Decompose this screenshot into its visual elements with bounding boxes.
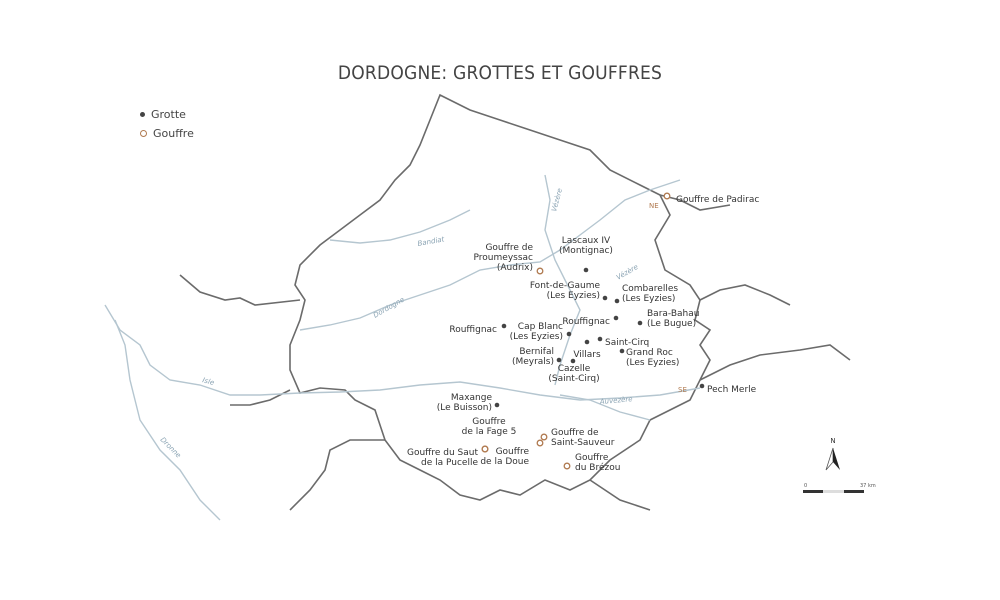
site-label: Rouffignac	[449, 325, 497, 335]
gouffre-marker-icon	[481, 445, 489, 453]
grotte-marker-icon	[566, 331, 572, 337]
site-grotte: Villars	[573, 339, 601, 360]
site-label: Rouffignac	[562, 317, 610, 327]
site-label: Maxange(Le Buisson)	[437, 393, 493, 413]
site-label: Font-de-Gaume(Les Eyzies)	[530, 281, 601, 301]
site-label: Grand Roc(Les Eyzies)	[626, 348, 679, 368]
legend-label: Grotte	[151, 108, 186, 121]
grotte-marker-icon	[570, 358, 576, 364]
grotte-marker-icon	[613, 315, 619, 321]
grotte-marker-icon	[494, 402, 500, 408]
river-label: Vézère	[615, 263, 640, 282]
river-label: Dordogne	[372, 296, 406, 320]
grotte-marker-icon	[602, 295, 608, 301]
river-label: Auvezère	[598, 395, 632, 406]
gouffre-marker-icon	[563, 462, 571, 470]
river-label: Bandiat	[417, 235, 445, 248]
legend-label: Gouffre	[153, 127, 194, 140]
grotte-marker-icon	[699, 383, 705, 389]
scale-bar: 0 37 km	[803, 483, 876, 493]
north-label: N	[830, 437, 835, 445]
gouffre-ring-icon	[140, 130, 147, 137]
site-grotte: Cap Blanc(Les Eyzies)	[510, 322, 572, 342]
grotte-marker-icon	[614, 298, 620, 304]
site-grotte: Lascaux IV(Montignac)	[559, 236, 613, 273]
river-label: Isle	[201, 376, 215, 387]
scale-start: 0	[804, 483, 807, 489]
north-arrow-icon	[825, 447, 834, 471]
site-label: Villars	[573, 350, 601, 360]
site-gouffre: Gouffre de Padirac	[663, 192, 759, 205]
site-label: Bara-Bahau(Le Bugue)	[647, 309, 699, 329]
site-grotte: Font-de-Gaume(Les Eyzies)	[530, 281, 608, 301]
scale-end: 37 km	[860, 483, 876, 489]
site-label: Cap Blanc(Les Eyzies)	[510, 322, 563, 342]
gouffre-marker-icon	[536, 439, 544, 447]
legend-gouffre: Gouffre	[140, 127, 194, 140]
site-label: Saint-Cirq	[605, 338, 649, 348]
grotte-marker-icon	[637, 320, 643, 326]
site-label: Cazelle(Saint-Cirq)	[548, 364, 599, 384]
north-arrow-icon	[833, 448, 840, 470]
site-label: Gouffre de Padirac	[676, 195, 759, 205]
north-arrow: N	[825, 437, 840, 471]
grotte-marker-icon	[556, 357, 562, 363]
site-grotte: Cazelle(Saint-Cirq)	[548, 358, 600, 384]
direction-label: NE	[649, 202, 659, 210]
site-label: Pech Merle	[707, 385, 757, 395]
site-grotte: Maxange(Le Buisson)	[437, 393, 500, 413]
river-label: Dronne	[159, 436, 183, 460]
grotte-marker-icon	[619, 348, 625, 354]
direction-label: SE	[678, 386, 687, 394]
site-grotte: Grand Roc(Les Eyzies)	[619, 348, 679, 368]
grotte-marker-icon	[597, 336, 603, 342]
site-grotte: Bernifal(Meyrals)	[512, 347, 562, 367]
site-label: Combarelles(Les Eyzies)	[622, 284, 678, 304]
site-grotte: Combarelles(Les Eyzies)	[614, 284, 678, 304]
site-label: Bernifal(Meyrals)	[512, 347, 554, 367]
site-grotte: Rouffignac	[449, 323, 507, 335]
site-grotte: Pech Merle	[699, 383, 757, 395]
gouffre-marker-icon	[540, 433, 548, 441]
grotte-marker-icon	[583, 267, 589, 273]
rivers	[104, 174, 701, 521]
site-grotte: Saint-Cirq	[597, 336, 649, 348]
site-grotte: Bara-Bahau(Le Bugue)	[637, 309, 699, 329]
map-title: DORDOGNE: GROTTES ET GOUFFRES	[337, 62, 663, 84]
river-label: Vézère	[550, 187, 564, 212]
grotte-marker-icon	[584, 339, 590, 345]
site-grotte: Rouffignac	[562, 315, 619, 327]
legend-grotte: Grotte	[140, 108, 186, 121]
grotte-marker-icon	[501, 323, 507, 329]
grotte-dot-icon	[140, 112, 145, 117]
gouffre-marker-icon	[536, 267, 544, 275]
site-label: Lascaux IV(Montignac)	[559, 236, 613, 256]
gouffre-marker-icon	[663, 192, 671, 200]
